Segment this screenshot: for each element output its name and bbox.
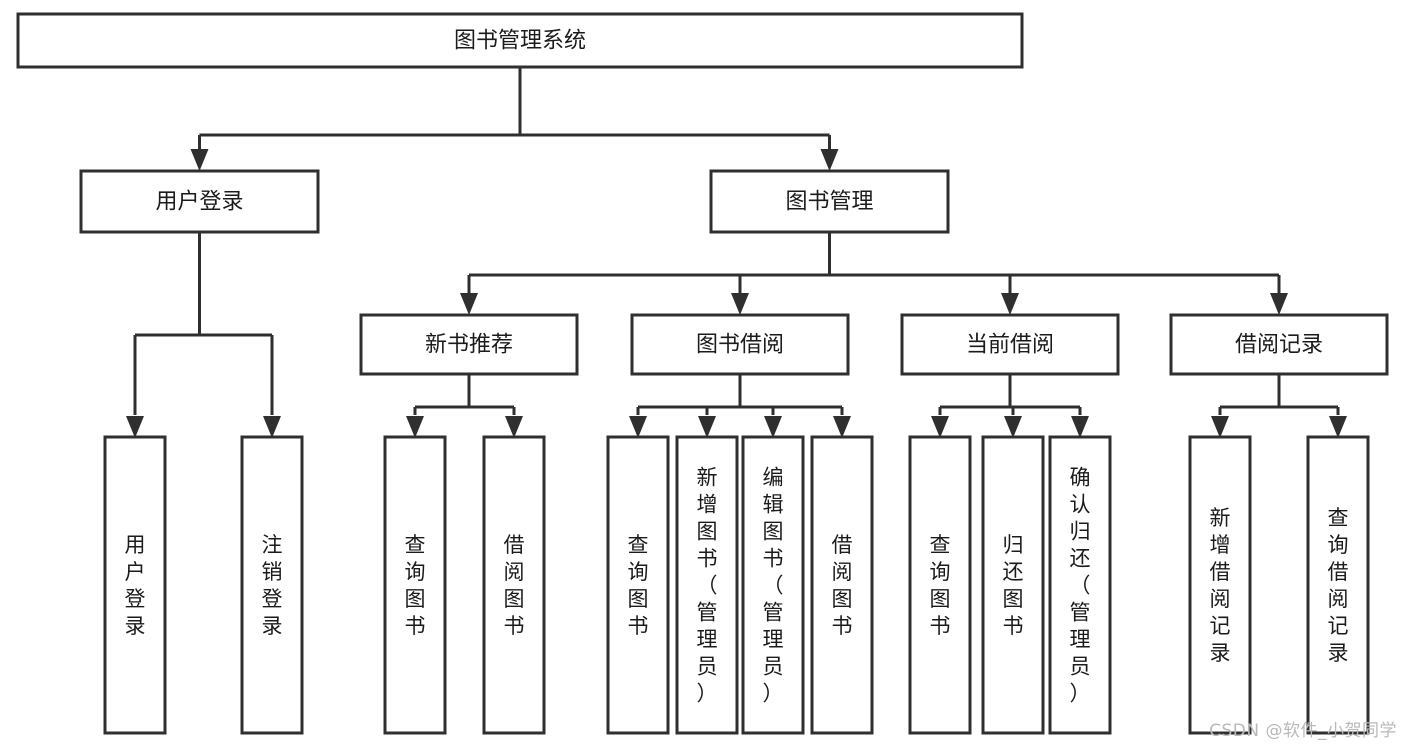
node-label-book-borrow: 图书借阅 xyxy=(696,333,784,358)
node-box-leaf-query-book-rec xyxy=(383,435,447,735)
node-label-leaf-borrow-book-rec: 借阅图书 xyxy=(504,533,525,638)
node-leaf-return-book[interactable]: 归还图书 xyxy=(981,435,1045,735)
node-label-leaf-query-book-borrow: 查询图书 xyxy=(628,533,649,638)
node-box-current-borrow xyxy=(900,313,1120,376)
node-box-leaf-return-book xyxy=(981,435,1045,735)
node-leaf-logout[interactable]: 注销登录 xyxy=(240,435,304,735)
node-box-borrow-record xyxy=(1169,313,1389,376)
arrow-head-icon-borrow-record xyxy=(1270,293,1288,315)
node-leaf-borrow-book-rec[interactable]: 借阅图书 xyxy=(482,435,546,735)
node-box-book-borrow xyxy=(630,313,850,376)
arrow-head-icon-leaf-query-book-borrow xyxy=(629,416,647,438)
node-label-leaf-edit-book: 编辑图书（管理员） xyxy=(763,466,784,706)
node-book-borrow[interactable]: 图书借阅 xyxy=(630,313,850,376)
arrow-head-icon-new-book-rec xyxy=(460,293,478,315)
node-box-leaf-add-record xyxy=(1188,435,1252,735)
node-box-leaf-confirm-return xyxy=(1048,435,1112,735)
arrow-head-icon-leaf-confirm-return xyxy=(1071,416,1089,438)
node-leaf-user-login[interactable]: 用户登录 xyxy=(103,435,167,735)
node-leaf-add-book[interactable]: 新增图书（管理员） xyxy=(675,435,739,735)
node-box-book-manage xyxy=(709,169,950,234)
node-label-leaf-logout: 注销登录 xyxy=(262,533,283,638)
node-leaf-query-record[interactable]: 查询借阅记录 xyxy=(1306,435,1370,735)
connector-lines xyxy=(126,67,1347,438)
node-label-leaf-return-book: 归还图书 xyxy=(1003,533,1024,638)
arrow-head-icon-leaf-user-login xyxy=(126,416,144,438)
node-label-book-manage: 图书管理 xyxy=(785,190,873,215)
node-box-leaf-add-book xyxy=(675,435,739,735)
node-box-undefined xyxy=(16,12,1024,69)
node-user-login[interactable]: 用户登录 xyxy=(79,169,320,234)
node-label-leaf-query-book-current: 查询图书 xyxy=(930,533,951,638)
arrow-head-icon-leaf-add-book xyxy=(698,416,716,438)
node-leaf-borrow-book[interactable]: 借阅图书 xyxy=(810,435,874,735)
node-label-leaf-query-book-rec: 查询图书 xyxy=(405,533,426,638)
node-leaf-query-book-current[interactable]: 查询图书 xyxy=(908,435,972,735)
node-box-new-book-rec xyxy=(359,313,579,376)
node-boxes: 图书管理系统用户登录图书管理新书推荐图书借阅当前借阅借阅记录用户登录注销登录查询… xyxy=(16,12,1389,735)
arrow-head-icon-book-borrow xyxy=(731,293,749,315)
arrow-head-icon-leaf-query-book-rec xyxy=(406,416,424,438)
arrow-head-icon-leaf-borrow-book xyxy=(833,416,851,438)
node-box-leaf-user-login xyxy=(103,435,167,735)
node-leaf-edit-book[interactable]: 编辑图书（管理员） xyxy=(741,435,805,735)
node-new-book-rec[interactable]: 新书推荐 xyxy=(359,313,579,376)
node-leaf-confirm-return[interactable]: 确认归还（管理员） xyxy=(1048,435,1112,735)
node-label-leaf-confirm-return: 确认归还（管理员） xyxy=(1070,466,1091,706)
node-box-leaf-edit-book xyxy=(741,435,805,735)
node-label-user-login: 用户登录 xyxy=(155,190,243,215)
node-box-leaf-borrow-book xyxy=(810,435,874,735)
node-box-leaf-logout xyxy=(240,435,304,735)
arrow-head-icon-leaf-edit-book xyxy=(764,416,782,438)
node-current-borrow[interactable]: 当前借阅 xyxy=(900,313,1120,376)
node-label-leaf-user-login: 用户登录 xyxy=(125,533,146,638)
arrow-head-icon-leaf-add-record xyxy=(1211,416,1229,438)
node-borrow-record[interactable]: 借阅记录 xyxy=(1169,313,1389,376)
watermark-label: CSDN @软件_小贺同学 xyxy=(1209,721,1397,741)
node-label-new-book-rec: 新书推荐 xyxy=(425,333,513,358)
arrow-head-icon-leaf-return-book xyxy=(1004,416,1022,438)
node-label-leaf-borrow-book: 借阅图书 xyxy=(832,533,853,638)
arrow-head-icon-user-login xyxy=(190,149,209,171)
node-undefined[interactable]: 图书管理系统 xyxy=(16,12,1024,69)
node-box-leaf-query-book-borrow xyxy=(606,435,670,735)
node-leaf-add-record[interactable]: 新增借阅记录 xyxy=(1188,435,1252,735)
arrow-head-icon-leaf-query-book-current xyxy=(931,416,949,438)
arrow-head-icon-book-manage xyxy=(820,149,839,171)
node-box-user-login xyxy=(79,169,320,234)
node-label-leaf-query-record: 查询借阅记录 xyxy=(1328,506,1349,665)
node-label-leaf-add-record: 新增借阅记录 xyxy=(1210,506,1231,665)
node-label-borrow-record: 借阅记录 xyxy=(1235,333,1323,358)
arrow-head-icon-leaf-logout xyxy=(263,416,281,438)
node-label-current-borrow: 当前借阅 xyxy=(966,333,1054,358)
arrow-head-icon-leaf-borrow-book-rec xyxy=(505,416,523,438)
arrow-head-icon-current-borrow xyxy=(1001,293,1019,315)
node-leaf-query-book-rec[interactable]: 查询图书 xyxy=(383,435,447,735)
node-box-leaf-query-record xyxy=(1306,435,1370,735)
arrow-head-icon-leaf-query-record xyxy=(1329,416,1347,438)
node-box-leaf-query-book-current xyxy=(908,435,972,735)
node-label-undefined: 图书管理系统 xyxy=(454,29,586,54)
node-box-leaf-borrow-book-rec xyxy=(482,435,546,735)
node-book-manage[interactable]: 图书管理 xyxy=(709,169,950,234)
node-leaf-query-book-borrow[interactable]: 查询图书 xyxy=(606,435,670,735)
node-label-leaf-add-book: 新增图书（管理员） xyxy=(697,466,718,706)
